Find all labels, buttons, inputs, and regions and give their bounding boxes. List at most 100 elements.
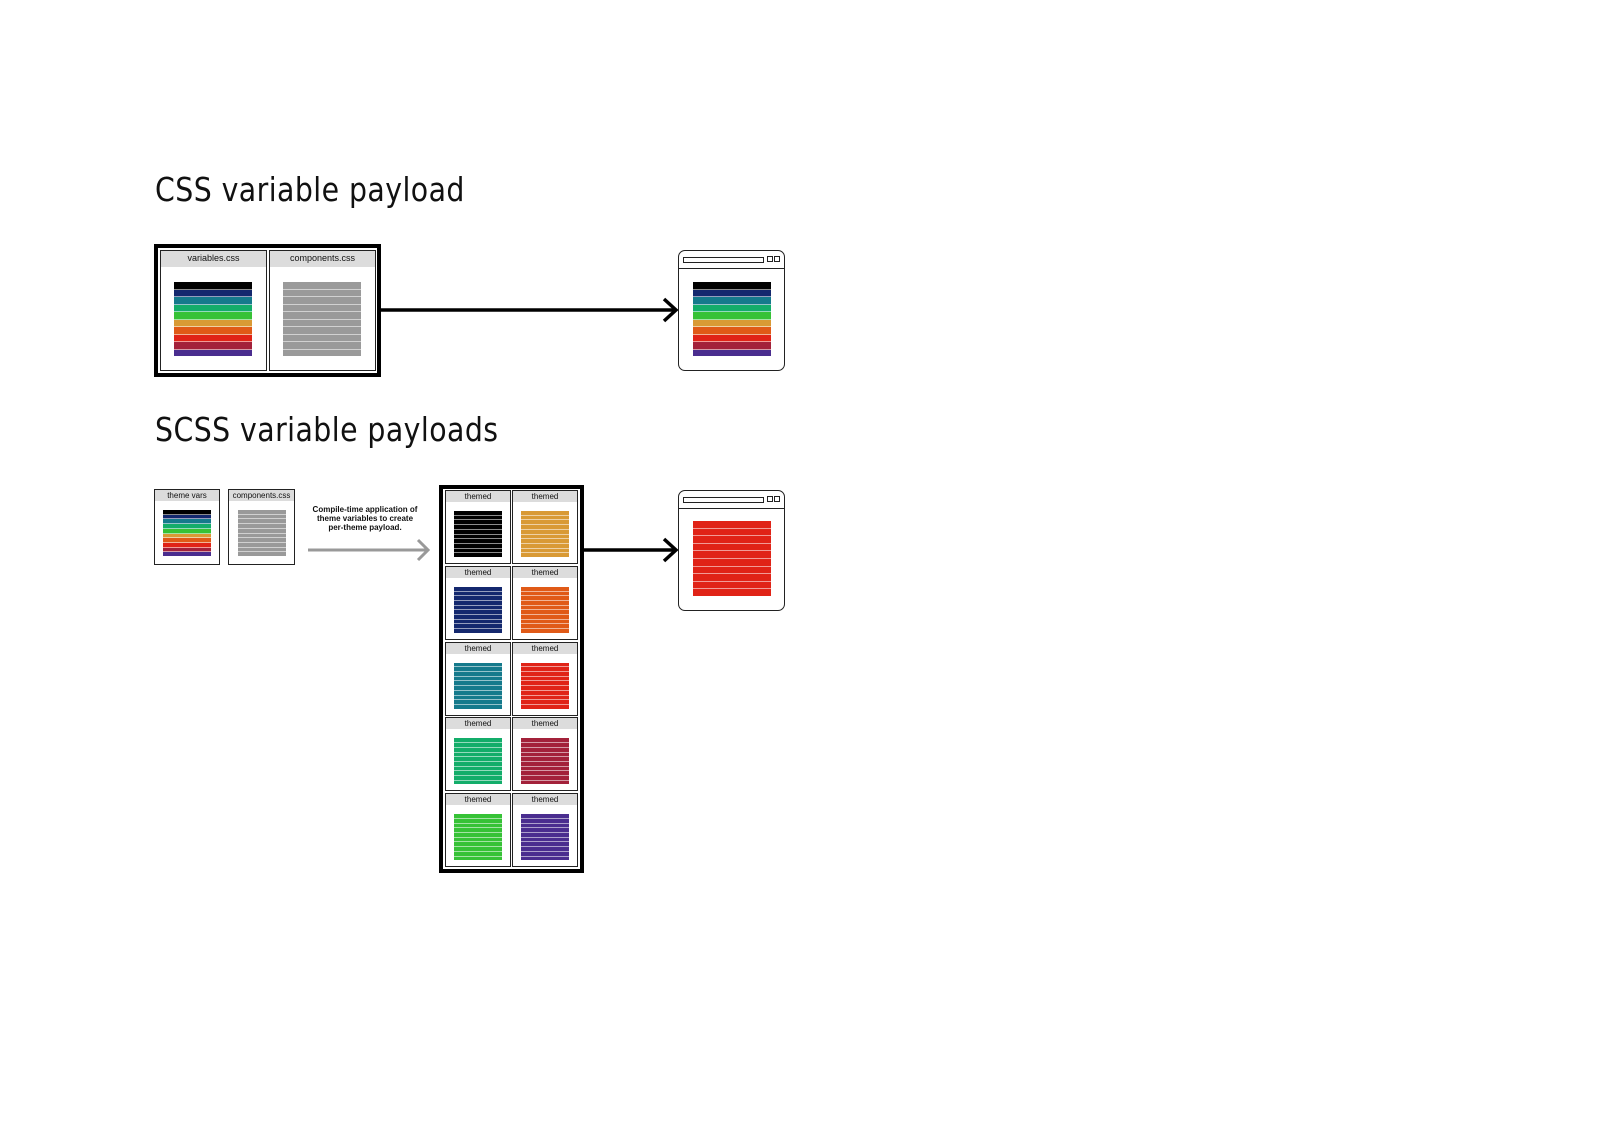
themed-stripes [454, 738, 502, 785]
color-stripe [454, 704, 502, 709]
themed-file: themed [445, 490, 511, 564]
color-stripe [238, 533, 286, 539]
themed-file: themed [512, 565, 578, 640]
color-stripe [521, 738, 569, 744]
variables-css-file: variables.css [160, 250, 267, 371]
color-stripe [163, 547, 211, 553]
file-header: themed [513, 642, 577, 654]
color-stripe [693, 282, 771, 290]
color-stripe [454, 672, 502, 677]
color-stripe [163, 552, 211, 557]
file-header: themed [446, 491, 510, 502]
color-stripe [454, 766, 502, 772]
rendered-color-stripes [693, 282, 771, 356]
color-stripe [454, 511, 502, 516]
color-stripe [521, 534, 569, 540]
color-stripe [454, 828, 502, 833]
color-stripe [521, 690, 569, 696]
color-stripe [693, 327, 771, 335]
color-stripe [521, 842, 569, 848]
color-stripe [454, 548, 502, 554]
color-stripe [163, 528, 211, 534]
variable-color-stripes [174, 282, 252, 356]
color-stripe [521, 761, 569, 767]
color-stripe [454, 605, 502, 611]
color-stripe [454, 690, 502, 696]
color-stripe [283, 349, 361, 356]
color-stripe [521, 605, 569, 611]
color-stripe [521, 704, 569, 709]
color-stripe [693, 581, 771, 590]
themed-stripes [454, 814, 502, 861]
address-bar [683, 497, 764, 503]
color-stripe [454, 695, 502, 701]
css-section-title: CSS variable payload [155, 170, 465, 209]
color-stripe [521, 818, 569, 824]
color-stripe [521, 662, 569, 668]
color-stripe [454, 738, 502, 744]
color-stripe [521, 619, 569, 625]
scss-components-file: components.css [228, 489, 295, 565]
color-stripe [174, 282, 252, 290]
color-stripe [163, 542, 211, 548]
component-stripes [283, 282, 361, 356]
browser-toolbar [679, 251, 784, 269]
color-stripe [521, 543, 569, 549]
color-stripe [454, 596, 502, 601]
color-stripe [693, 528, 771, 537]
color-stripe [283, 342, 361, 350]
color-stripe [174, 342, 252, 350]
color-stripe [454, 700, 502, 705]
browser-toolbar [679, 491, 784, 509]
color-stripe [163, 514, 211, 520]
color-stripe [521, 814, 569, 819]
color-stripe [454, 847, 502, 852]
color-stripe [238, 528, 286, 534]
theme-var-stripes [163, 510, 211, 557]
color-stripe [521, 596, 569, 601]
color-stripe [521, 776, 569, 781]
color-stripe [693, 297, 771, 305]
color-stripe [521, 681, 569, 687]
color-stripe [693, 521, 771, 529]
color-stripe [454, 520, 502, 526]
themed-file: themed [445, 565, 511, 640]
color-stripe [521, 837, 569, 843]
color-stripe [238, 510, 286, 515]
color-stripe [693, 342, 771, 350]
color-stripe [454, 667, 502, 672]
color-stripe [174, 312, 252, 320]
color-stripe [454, 818, 502, 824]
color-stripe [454, 814, 502, 819]
themed-stripes [521, 738, 569, 785]
color-stripe [521, 525, 569, 530]
color-stripe [454, 534, 502, 540]
color-stripe [174, 349, 252, 356]
color-stripe [283, 282, 361, 290]
color-stripe [163, 519, 211, 525]
color-stripe [693, 558, 771, 567]
color-stripe [283, 319, 361, 327]
color-stripe [174, 319, 252, 327]
color-stripe [238, 519, 286, 525]
color-stripe [521, 515, 569, 521]
color-stripe [163, 538, 211, 543]
color-stripe [454, 610, 502, 616]
color-stripe [521, 766, 569, 772]
color-stripe [283, 304, 361, 312]
color-stripe [693, 543, 771, 552]
color-stripe [521, 856, 569, 861]
compile-note: Compile-time application of theme variab… [312, 505, 418, 532]
color-stripe [454, 629, 502, 633]
themed-stripes [454, 511, 502, 558]
file-header: themed [446, 642, 510, 654]
file-header: themed [446, 718, 510, 730]
file-header: themed [513, 491, 577, 502]
component-stripes [238, 510, 286, 557]
themed-stripes [521, 814, 569, 861]
color-stripe [454, 686, 502, 691]
color-stripe [454, 851, 502, 857]
color-stripe [693, 312, 771, 320]
color-stripe [454, 586, 502, 592]
